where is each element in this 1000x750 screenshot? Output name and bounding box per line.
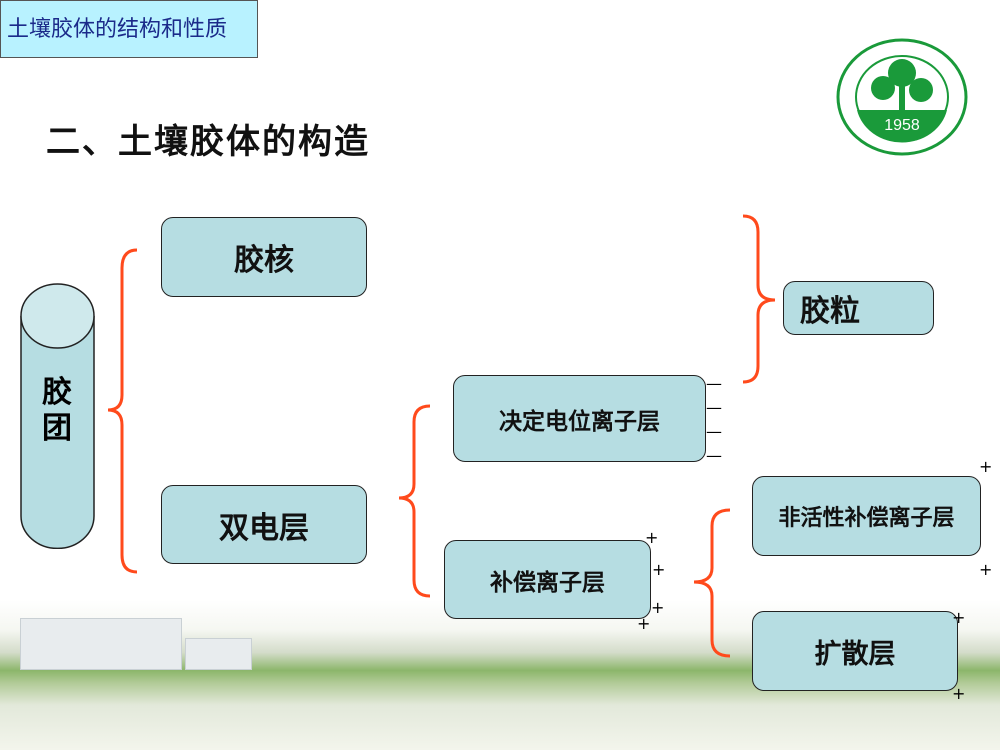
brace-compensating xyxy=(693,508,731,658)
potential-layer-box: 决定电位离子层 xyxy=(453,375,706,462)
university-logo: 1958 xyxy=(835,38,970,156)
micelle-label: 胶团 xyxy=(42,375,72,446)
brace-micelle xyxy=(107,248,138,574)
heading: 二、土壤胶体的构造 xyxy=(46,122,370,162)
diffuse-layer-box: 扩散层 xyxy=(752,611,958,691)
plus-sign: + xyxy=(645,528,659,547)
building xyxy=(20,618,182,670)
svg-text:1958: 1958 xyxy=(884,117,920,134)
double-layer-box: 双电层 xyxy=(161,485,367,564)
plus-sign: + xyxy=(979,560,993,579)
plus-sign: + xyxy=(652,560,666,579)
plus-sign: + xyxy=(952,608,966,627)
brace-double-layer xyxy=(398,404,431,598)
compensating-layer-box: 补偿离子层 xyxy=(444,540,651,619)
plus-sign: + xyxy=(952,684,966,703)
building xyxy=(185,638,252,670)
minus-sign: — xyxy=(706,374,722,393)
micelle-cylinder: 胶团 xyxy=(20,283,95,549)
minus-sign: — xyxy=(706,422,722,441)
particle-box: 胶粒 xyxy=(783,281,934,335)
brace-particle xyxy=(742,214,776,384)
minus-sign: — xyxy=(706,446,722,465)
slide-title: 土壤胶体的结构和性质 xyxy=(0,0,258,58)
plus-sign: + xyxy=(979,457,993,476)
minus-sign: — xyxy=(706,398,722,417)
plus-sign: + xyxy=(651,598,665,617)
plus-sign: + xyxy=(637,614,651,633)
inactive-layer-box: 非活性补偿离子层 xyxy=(752,476,981,556)
nucleus-box: 胶核 xyxy=(161,217,367,297)
